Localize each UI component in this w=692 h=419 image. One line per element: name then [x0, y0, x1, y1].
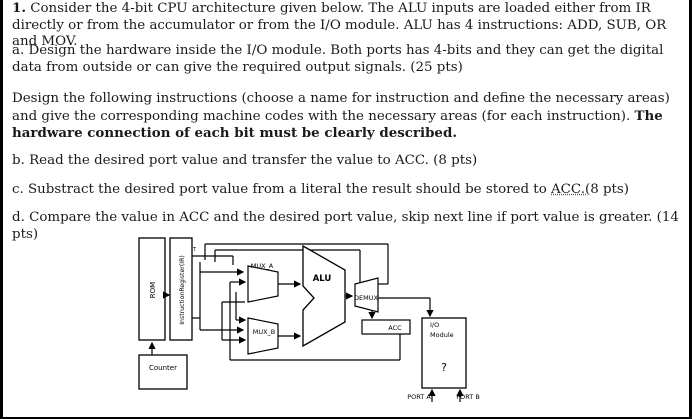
counter-block — [138, 354, 188, 390]
part-c-points: 8 pts) — [590, 182, 630, 197]
acc-block — [361, 319, 411, 335]
io-question-mark: ? — [441, 361, 447, 374]
part-d: d. Compare the value in ACC and the desi… — [12, 210, 679, 242]
port-a-label: PORT A — [407, 393, 431, 401]
acc-label: ACC — [388, 324, 402, 332]
io-label-line1: I/O — [430, 321, 439, 329]
left-dark-edge — [0, 0, 3, 419]
question-intro: 1. Consider the 4-bit CPU architecture g… — [12, 0, 684, 51]
acc-link-text: ACC.( — [551, 182, 591, 197]
alu-block — [302, 244, 346, 348]
right-dark-edge — [689, 0, 692, 419]
io-module-block — [421, 317, 467, 389]
mux-a-label: MUX_A — [251, 262, 274, 270]
bottom-dark-edge — [0, 417, 692, 419]
counter-label: Counter — [149, 364, 177, 372]
cpu-architecture-diagram: ROM InstructionRegister(IR) Counter T — [138, 237, 480, 402]
instruction-register-block — [169, 237, 193, 341]
part-c-text: c. Substract the desired port value from… — [12, 182, 552, 197]
port-b-label: PORT B — [456, 393, 480, 401]
part-b: b. Read the desired port value and trans… — [12, 153, 478, 168]
part-a: a. Design the hardware inside the I/O mo… — [12, 43, 664, 75]
rom-block — [138, 237, 166, 341]
mux-b-block — [247, 317, 279, 355]
alu-label: ALU — [313, 274, 332, 284]
design-text: Design the following instructions (choos… — [12, 91, 670, 124]
mux-b-label: MUX_B — [253, 328, 276, 336]
question-number: 1. — [12, 0, 26, 16]
design-bold-text: The hardware connection of each bit must… — [12, 107, 663, 142]
demux-label: DEMUX — [354, 294, 378, 302]
intro-text: Consider the 4-bit CPU architecture give… — [12, 1, 667, 49]
rom-label: ROM — [149, 282, 157, 298]
design-instructions: Design the following instructions (choos… — [12, 91, 684, 143]
demux-block — [354, 277, 379, 313]
io-label-line2: Module — [430, 331, 454, 339]
t-label: T — [192, 247, 197, 253]
ir-label: InstructionRegister(IR) — [179, 255, 186, 325]
part-c: c. Substract the desired port value from… — [12, 182, 684, 199]
mux-a-block — [247, 265, 279, 303]
